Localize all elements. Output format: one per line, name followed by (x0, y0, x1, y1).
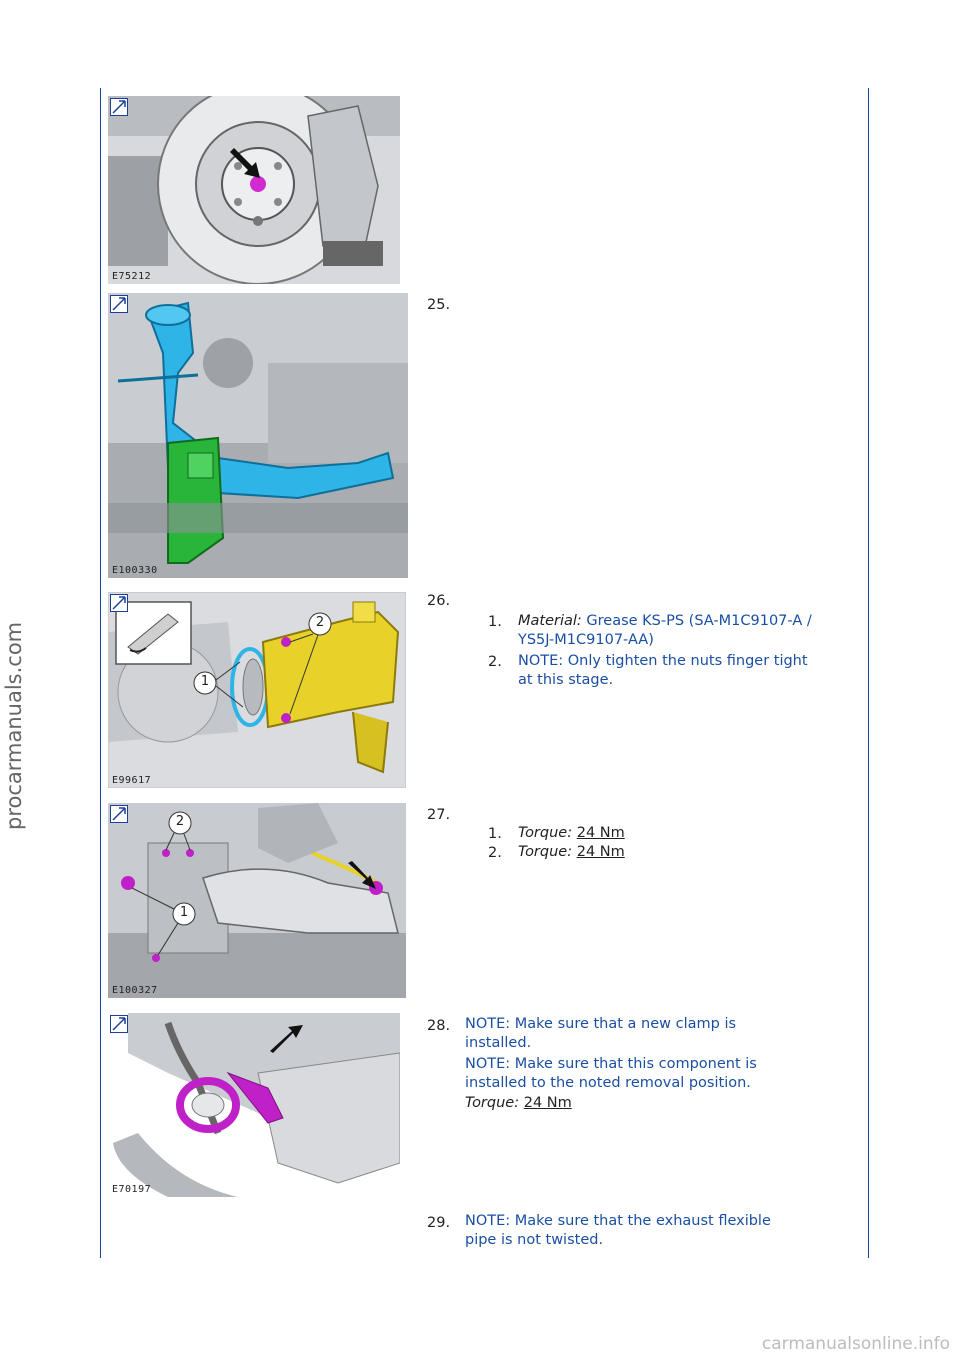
zoom-icon[interactable] (110, 594, 128, 612)
watermark-text: procarmanuals.com (2, 621, 26, 830)
substep-number: 1. (488, 826, 502, 842)
step-number-27: 27. (427, 807, 451, 823)
torque-value[interactable]: 24 Nm (576, 825, 625, 841)
callout-1: 1 (200, 674, 210, 689)
torque-value[interactable]: 24 Nm (523, 1095, 572, 1111)
zoom-icon[interactable] (110, 98, 128, 116)
step-number-29: 29. (427, 1215, 451, 1231)
right-rule (868, 88, 869, 1258)
figure-code: E99617 (112, 775, 152, 786)
step-number-26: 26. (427, 593, 451, 609)
zoom-icon[interactable] (110, 805, 128, 823)
torque-spec: Torque: 24 Nm (465, 1094, 572, 1113)
zoom-icon[interactable] (110, 1015, 128, 1033)
figure-catalytic-converter: E100330 (108, 293, 408, 578)
note-position-cont: installed to the noted removal position. (465, 1075, 751, 1091)
figure-bracket-bolts: 2 1 E100327 (108, 803, 406, 998)
step-number-28: 28. (427, 1018, 451, 1034)
substep-number: 2. (488, 654, 502, 670)
torque-spec: Torque: 24 Nm (518, 824, 625, 843)
material-value-cont: YS5J-M1C9107-AA) (518, 632, 654, 648)
torque-spec: Torque: 24 Nm (518, 843, 625, 862)
step-number-25: 25. (427, 297, 451, 313)
flange-illustration (108, 592, 406, 788)
figure-code: E100327 (112, 985, 158, 996)
torque-label: Torque: (518, 825, 573, 841)
brake-disc-illustration (108, 96, 400, 284)
note-text-cont: at this stage. (518, 672, 614, 688)
sidebar-watermark: procarmanuals.com (0, 0, 40, 1358)
callout-1: 1 (179, 905, 189, 920)
bracket-illustration (108, 803, 406, 998)
figure-flange-joint: 1 2 E99617 (108, 592, 406, 788)
material-value: Grease KS-PS (SA-M1C9107-A / (586, 613, 812, 629)
note-clamp-cont: installed. (465, 1035, 532, 1051)
callout-2: 2 (175, 814, 185, 829)
torque-value[interactable]: 24 Nm (576, 844, 625, 860)
callout-2: 2 (315, 615, 325, 630)
figure-code: E100330 (112, 565, 158, 576)
zoom-icon[interactable] (110, 295, 128, 313)
clamp-illustration (108, 1013, 400, 1197)
figure-code: E70197 (112, 1184, 152, 1195)
note-text: NOTE: Only tighten the nuts finger tight (518, 653, 808, 669)
note-clamp: NOTE: Make sure that a new clamp is (465, 1016, 737, 1032)
substep-material: Material: Grease KS-PS (SA-M1C9107-A / (518, 612, 812, 631)
figure-clamp: E70197 (108, 1013, 400, 1197)
note-flex-pipe: NOTE: Make sure that the exhaust flexibl… (465, 1213, 771, 1229)
catalyst-illustration (108, 293, 408, 578)
substep-number: 1. (488, 614, 502, 630)
note-flex-pipe-cont: pipe is not twisted. (465, 1232, 604, 1248)
substep-number: 2. (488, 845, 502, 861)
torque-label: Torque: (465, 1095, 520, 1111)
figure-brake-disc: E75212 (108, 96, 400, 284)
note-position: NOTE: Make sure that this component is (465, 1056, 757, 1072)
material-label: Material: (518, 613, 582, 629)
figure-code: E75212 (112, 271, 152, 282)
footer-watermark: carmanualsonline.info (761, 1334, 950, 1354)
torque-label: Torque: (518, 844, 573, 860)
left-rule (100, 88, 101, 1258)
